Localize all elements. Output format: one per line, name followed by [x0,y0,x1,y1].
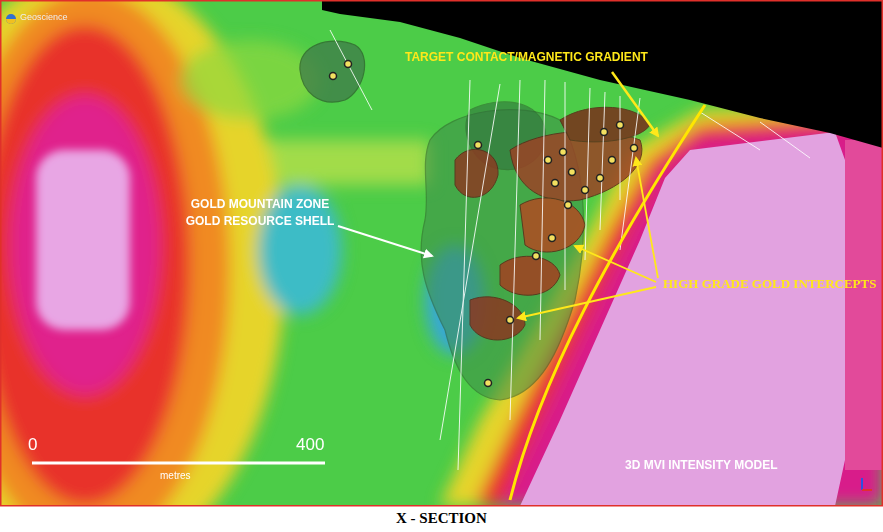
figure-caption: X - SECTION [396,510,487,527]
intercepts-label: HIGH GRADE GOLD INTERCEPTS [663,276,876,292]
scale-unit: metres [160,470,191,481]
watermark: Geoscience [20,12,68,22]
scale-number: 400 [296,435,324,455]
model-label: 3D MVI INTENSITY MODEL [625,458,777,472]
target-label: TARGET CONTACT/MAGNETIC GRADIENT [405,50,648,64]
zone-label: GOLD MOUNTAIN ZONE GOLD RESOURCE SHELL [180,196,340,230]
scale-number: 0 [28,435,37,455]
